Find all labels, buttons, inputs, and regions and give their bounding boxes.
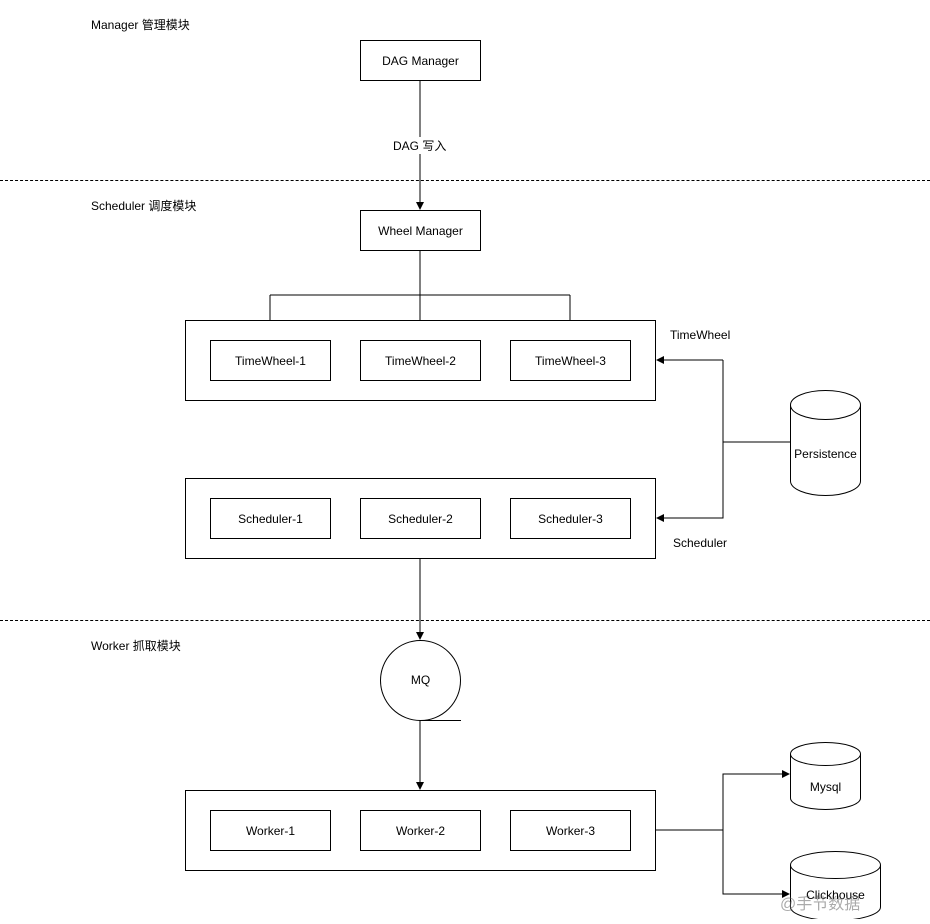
- timewheel-1-node[interactable]: TimeWheel-1: [210, 340, 331, 381]
- mysql-cylinder[interactable]: Mysql: [790, 742, 861, 810]
- mysql-label: Mysql: [809, 780, 842, 794]
- wheel-manager-node[interactable]: Wheel Manager: [360, 210, 481, 251]
- scheduler-2-node[interactable]: Scheduler-2: [360, 498, 481, 539]
- edge-label-dag-write: DAG 写入: [393, 137, 447, 154]
- section-divider-worker: [0, 620, 930, 621]
- worker-2-node[interactable]: Worker-2: [360, 810, 481, 851]
- watermark: @手节数据: [780, 896, 861, 913]
- timewheel-group-label: TimeWheel: [670, 328, 731, 342]
- mq-shape: [380, 640, 461, 721]
- dag-manager-node[interactable]: DAG Manager: [360, 40, 481, 81]
- clickhouse-label: Clickhouse: [806, 888, 865, 902]
- scheduler-1-node[interactable]: Scheduler-1: [210, 498, 331, 539]
- cylinder-shape: [790, 851, 881, 921]
- scheduler-3-node[interactable]: Scheduler-3: [510, 498, 631, 539]
- cylinder-shape: [790, 390, 861, 496]
- worker-3-node[interactable]: Worker-3: [510, 810, 631, 851]
- mq-node[interactable]: MQ: [380, 640, 462, 722]
- mq-label: MQ: [410, 673, 431, 687]
- edge-persistence-trunk: [722, 360, 790, 443]
- clickhouse-cylinder[interactable]: Clickhouse: [790, 851, 881, 921]
- section-label-scheduler: Scheduler 调度模块: [91, 199, 197, 213]
- worker-1-node[interactable]: Worker-1: [210, 810, 331, 851]
- edge-worker-to-clickhouse: [722, 830, 790, 898]
- section-label-manager: Manager 管理模块: [91, 18, 190, 32]
- edge-worker-to-mysql: [722, 770, 790, 830]
- section-label-worker: Worker 抓取模块: [91, 639, 181, 653]
- persistence-label: Persistence: [794, 447, 857, 461]
- scheduler-group-label: Scheduler: [673, 536, 728, 550]
- cylinder-shape: [790, 742, 861, 810]
- persistence-cylinder[interactable]: Persistence: [790, 390, 861, 496]
- timewheel-2-node[interactable]: TimeWheel-2: [360, 340, 481, 381]
- section-divider-scheduler: [0, 180, 930, 181]
- edge-persistence-to-scheduler: [656, 442, 724, 522]
- timewheel-3-node[interactable]: TimeWheel-3: [510, 340, 631, 381]
